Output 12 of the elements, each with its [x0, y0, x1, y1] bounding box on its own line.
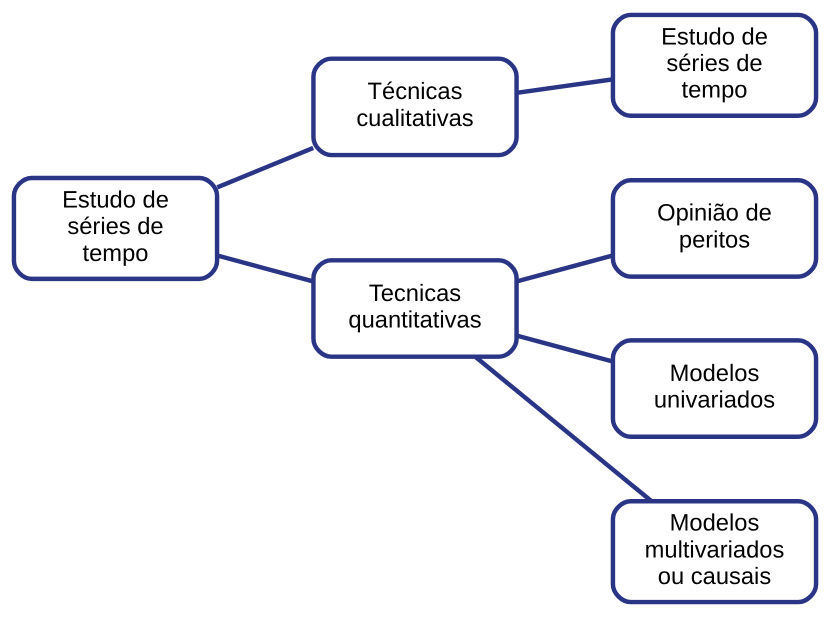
node-box: Técnicas cualitativas — [311, 56, 519, 158]
node-box: Opinião de peritos — [610, 178, 818, 279]
node-box: Estudo de séries de tempo — [12, 176, 220, 282]
node-box: Modelos multivariados ou causais — [610, 499, 818, 604]
connector — [516, 253, 614, 284]
node-box: Modelos univariados — [610, 338, 818, 439]
connector — [216, 146, 314, 190]
connector — [216, 253, 314, 284]
connector — [516, 77, 614, 95]
node-box: Tecnicas quantitativas — [311, 258, 519, 359]
connector — [516, 333, 614, 364]
node-box: Estudo de séries de tempo — [610, 12, 818, 118]
